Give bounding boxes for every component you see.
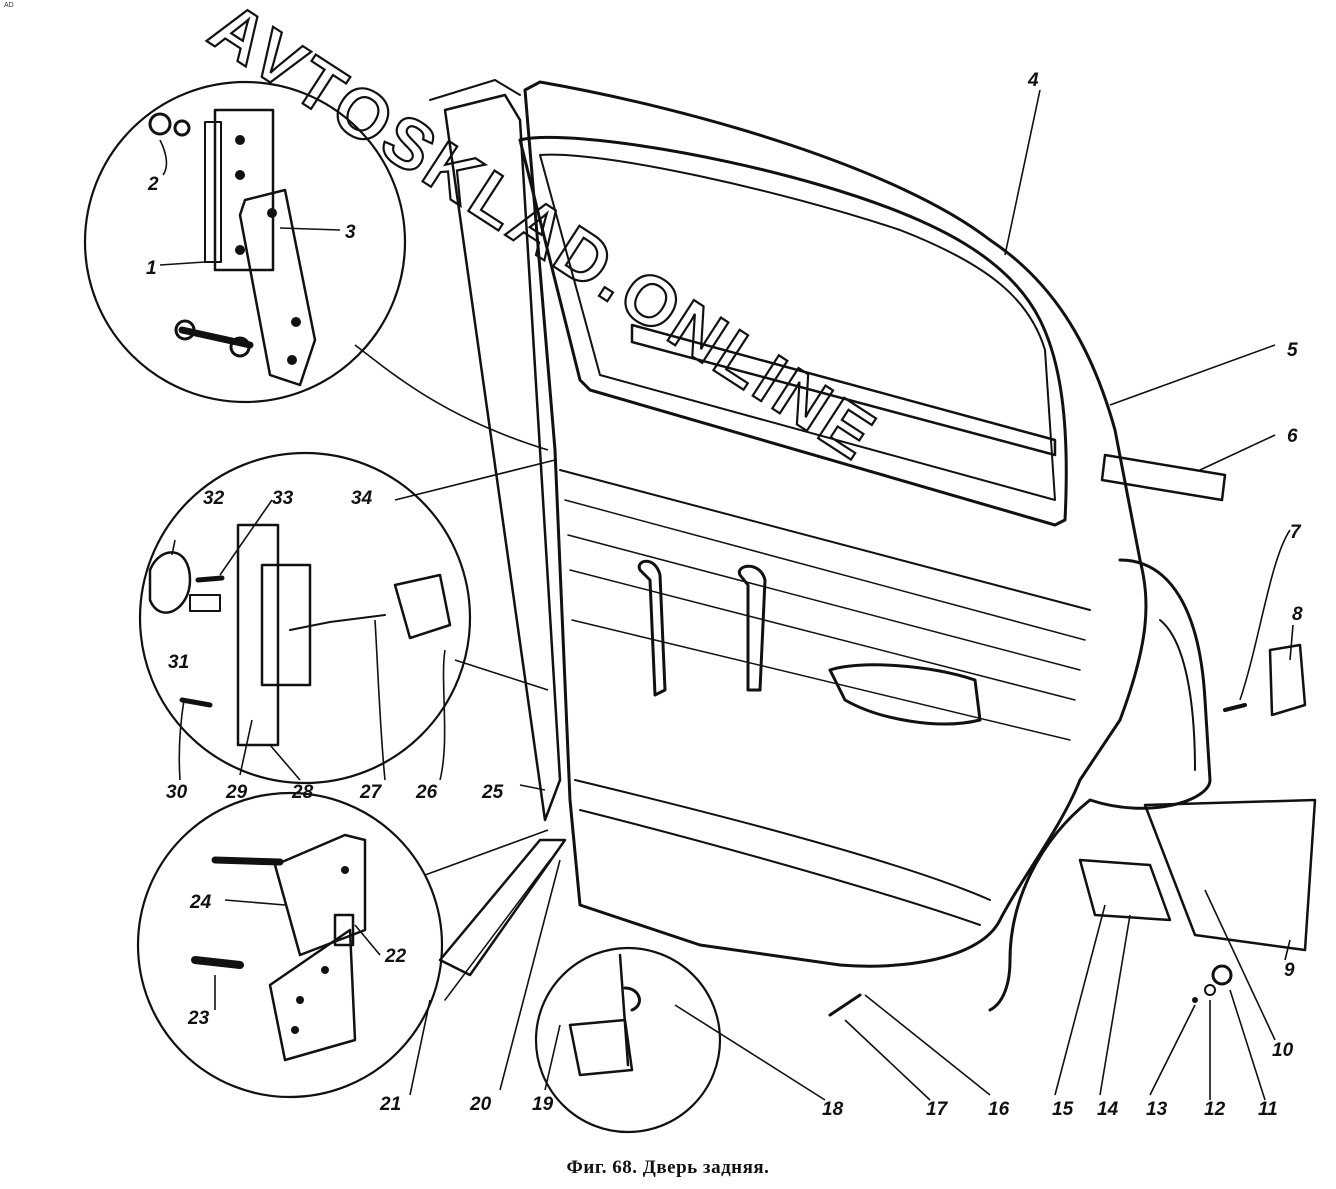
detail-circle-hinge-upper <box>83 80 407 404</box>
callout-21: 21 <box>379 1094 401 1115</box>
callout-11: 11 <box>1258 1099 1278 1120</box>
figure-caption: Фиг. 68. Дверь задняя. <box>566 1157 770 1178</box>
callout-6: 6 <box>1287 426 1298 447</box>
corner-mark: AD <box>4 2 14 9</box>
rear-door-assembly <box>429 79 1317 1017</box>
callout-14: 14 <box>1097 1099 1119 1120</box>
detail-circle-hinge-lower <box>136 791 444 1099</box>
callout-5: 5 <box>1287 340 1298 361</box>
callout-10: 10 <box>1272 1040 1294 1061</box>
callout-4: 4 <box>1027 70 1039 91</box>
callout-15: 15 <box>1052 1099 1074 1120</box>
leader-lines <box>159 89 1294 1101</box>
callout-17: 17 <box>926 1099 949 1120</box>
callout-29: 29 <box>225 782 248 803</box>
callout-27: 27 <box>359 782 383 803</box>
callout-30: 30 <box>166 782 188 803</box>
callout-33: 33 <box>272 488 294 509</box>
callout-12: 12 <box>1204 1099 1226 1120</box>
callout-18: 18 <box>822 1099 844 1120</box>
callout-3: 3 <box>345 222 356 243</box>
callout-26: 26 <box>415 782 438 803</box>
detail-circle-door-stop <box>534 946 722 1134</box>
callout-1: 1 <box>146 258 157 279</box>
callout-13: 13 <box>1146 1099 1168 1120</box>
watermark: AVTOSKLAD.ONLINE <box>197 0 891 476</box>
callout-25: 25 <box>481 782 504 803</box>
callout-labels: 1 2 3 4 5 6 7 8 9 10 11 12 13 14 15 16 1… <box>146 70 1303 1120</box>
callout-28: 28 <box>291 782 314 803</box>
callout-22: 22 <box>384 946 407 967</box>
callout-20: 20 <box>469 1094 492 1115</box>
callout-23: 23 <box>187 1008 210 1029</box>
callout-32: 32 <box>203 488 225 509</box>
callout-9: 9 <box>1284 960 1295 981</box>
callout-19: 19 <box>532 1094 554 1115</box>
callout-24: 24 <box>189 892 212 913</box>
detail-circle-lock <box>138 451 472 785</box>
callout-34: 34 <box>351 488 373 509</box>
callout-16: 16 <box>988 1099 1010 1120</box>
callout-8: 8 <box>1292 604 1303 625</box>
callout-7: 7 <box>1290 522 1302 543</box>
callout-2: 2 <box>147 174 159 195</box>
connector-lines <box>354 344 549 876</box>
callout-31: 31 <box>168 652 189 673</box>
